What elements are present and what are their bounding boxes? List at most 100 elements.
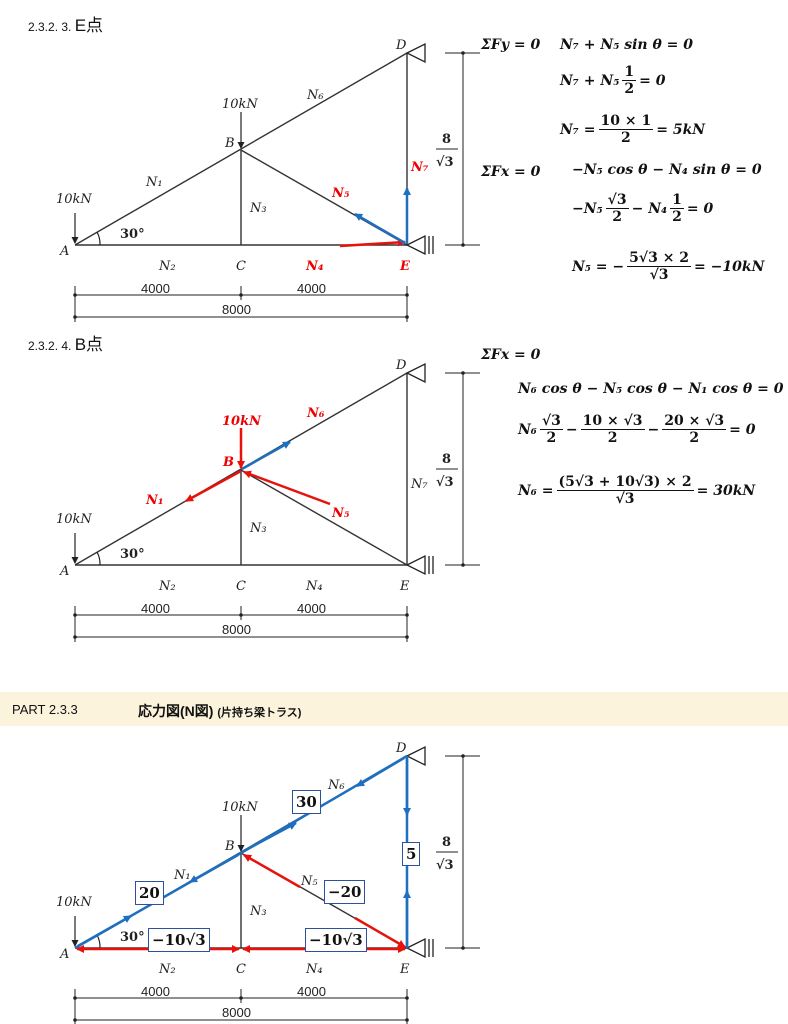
- node-label-b: B: [224, 136, 235, 151]
- eq-term: = 0: [639, 72, 666, 89]
- part-title: 応力図(N図) (片持ち梁トラス): [138, 701, 301, 721]
- truss-frame: [73, 364, 480, 642]
- member-label-n2: N₂: [158, 579, 176, 594]
- denominator: 2: [624, 81, 635, 98]
- member-label-n6: N₆: [327, 778, 345, 793]
- node-label-c: C: [236, 962, 246, 977]
- dim-left: 4000: [141, 281, 170, 296]
- dim-total: 8000: [222, 622, 251, 637]
- eq-term: = 5kN: [656, 121, 706, 138]
- dim-left: 4000: [141, 601, 170, 616]
- eq-term: N₆: [518, 421, 537, 438]
- member-label-n7: N₇: [410, 160, 429, 175]
- node-label-a: A: [59, 564, 69, 579]
- member-label-n5: N₅: [300, 874, 318, 889]
- result-box-n6: 30: [292, 790, 321, 814]
- node-label-d: D: [395, 741, 407, 756]
- dim-left: 4000: [141, 984, 170, 999]
- load-label-a: 10kN: [56, 895, 92, 910]
- dim-right: 4000: [297, 984, 326, 999]
- dim-right: 4000: [297, 281, 326, 296]
- eq2-line3: N₆ = (5√3 + 10√3) × 2√3 = 30kN: [518, 474, 755, 507]
- part-subtitle: (片持ち梁トラス): [217, 707, 302, 719]
- load-label-b: 10kN: [222, 97, 258, 112]
- denominator: √3: [649, 267, 669, 284]
- force-arrow-n5: [354, 212, 406, 245]
- eq-term: − N₄: [631, 200, 668, 217]
- angle-label: 30°: [120, 547, 145, 562]
- member-label-n1: N₁: [145, 175, 163, 190]
- denominator: 2: [689, 430, 700, 447]
- part-title-main: 応力図(N図): [138, 703, 214, 719]
- dim-height-num: 8: [442, 835, 451, 850]
- load-label-a: 10kN: [56, 192, 92, 207]
- part-number: PART 2.3.3: [12, 702, 78, 717]
- heading-title: E点: [74, 16, 104, 35]
- member-label-n3: N₃: [249, 521, 267, 536]
- eq-term: = 30kN: [696, 482, 756, 499]
- angle-label: 30°: [120, 227, 145, 242]
- truss-diagram-b-node: A B C D E N₁ N₂ N₃ N₄ N₅ N₆ N₇ 10kN 10kN…: [56, 358, 480, 642]
- truss-diagram-e-node: A B C D E N₁ N₂ N₃ N₄ N₅ N₆ N₇ 10kN 10kN…: [56, 38, 480, 322]
- dim-height-den: √3: [436, 475, 454, 490]
- force-arrow-n5: [243, 470, 331, 506]
- member-label-n4: N₄: [305, 962, 323, 977]
- dim-total: 8000: [222, 302, 251, 317]
- eq-term: = 0: [729, 421, 756, 438]
- heading-number: 2.3.2. 4.: [28, 339, 72, 353]
- result-box-n5: −20: [324, 880, 366, 904]
- node-label-c: C: [236, 579, 246, 594]
- eq-term: −: [647, 421, 660, 438]
- force-arrow-n4: [339, 238, 406, 248]
- numerator: 10 × 1: [598, 113, 654, 131]
- heading-title: B点: [74, 335, 104, 354]
- result-box-n2: −10√3: [148, 928, 210, 952]
- member-label-n7: N₇: [410, 477, 428, 492]
- truss-diagram-axial-force: A B C D E N₁ N₂ N₃ N₄ N₅ N₆ 10kN 10kN 30…: [56, 741, 480, 1024]
- node-label-a: A: [59, 244, 69, 259]
- numerator: 5√3 × 2: [627, 250, 692, 268]
- dim-height-den: √3: [436, 155, 454, 170]
- member-label-n3: N₃: [249, 904, 267, 919]
- eq-term: N₅ = −: [572, 258, 625, 275]
- denominator: 2: [607, 430, 618, 447]
- dim-height-den: √3: [436, 858, 454, 873]
- angle-label: 30°: [120, 930, 145, 945]
- eq-term: −N₅: [572, 200, 603, 217]
- eq2-sum-fx-label: ΣFx = 0: [481, 347, 541, 363]
- numerator: 20 × √3: [662, 413, 727, 431]
- eq-term: −: [565, 421, 578, 438]
- eq-fy-line1: N₇ + N₅ sin θ = 0: [560, 37, 694, 53]
- dim-height-num: 8: [442, 132, 451, 147]
- section-heading-e-node: 2.3.2. 3. E点: [28, 11, 103, 36]
- fraction: 5√3 × 2√3: [627, 250, 692, 284]
- section-heading-b-node: 2.3.2. 4. B点: [28, 330, 103, 355]
- arrow-n6-b: [356, 756, 405, 788]
- dim-total: 8000: [222, 1005, 251, 1020]
- load-label-b: 10kN: [222, 800, 258, 815]
- denominator: 2: [546, 430, 557, 447]
- truss-frame: [73, 44, 480, 322]
- member-label-n2: N₂: [158, 259, 176, 274]
- eq2-line1: N₆ cos θ − N₅ cos θ − N₁ cos θ = 0: [518, 381, 784, 397]
- numerator: (5√3 + 10√3) × 2: [556, 474, 694, 492]
- force-arrow-n1: [185, 469, 242, 503]
- node-label-c: C: [236, 259, 246, 274]
- member-label-n5: N₅: [331, 186, 350, 201]
- denominator: 2: [621, 130, 631, 147]
- numerator: 1: [622, 64, 637, 82]
- member-label-n1: N₁: [173, 868, 191, 883]
- eq-term: = 0: [686, 200, 714, 217]
- arrow-n5-b: [354, 916, 406, 949]
- node-label-e: E: [399, 259, 411, 274]
- member-label-n2: N₂: [158, 962, 176, 977]
- part-header-bar: PART 2.3.3 応力図(N図) (片持ち梁トラス): [0, 692, 788, 726]
- denominator: 2: [672, 209, 682, 226]
- numerator: √3: [605, 192, 629, 210]
